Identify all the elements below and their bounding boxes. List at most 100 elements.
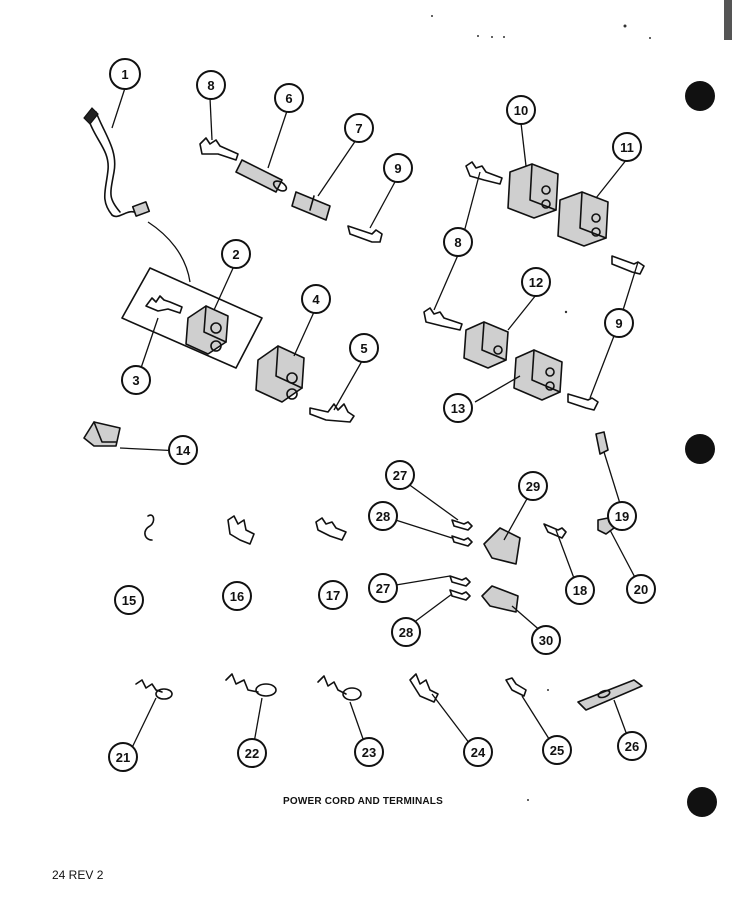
- callout-6: 6: [274, 83, 304, 113]
- terminal-part-24: [409, 673, 439, 703]
- callout-label-27-lower: 27: [376, 581, 390, 596]
- callout-label-25: 25: [550, 743, 564, 758]
- ring-terminal-part-23: [317, 675, 362, 701]
- callout-label-19: 19: [615, 509, 629, 524]
- callout-label-9-right: 9: [615, 316, 622, 331]
- connector-part-19: [595, 431, 609, 455]
- housing-part-29: [483, 527, 521, 565]
- callout-24: 24: [463, 737, 493, 767]
- binder-hole-top: [685, 81, 715, 111]
- callout-label-24: 24: [471, 745, 486, 760]
- callout-8-top: 8: [196, 70, 226, 100]
- connector-part-10: [507, 163, 559, 219]
- binder-hole-middle: [685, 434, 715, 464]
- callout-label-20: 20: [634, 582, 648, 597]
- callout-label-5: 5: [360, 341, 367, 356]
- callout-label-26: 26: [625, 739, 639, 754]
- callout-4: 4: [301, 284, 331, 314]
- callout-label-22: 22: [245, 746, 259, 761]
- callout-label-29: 29: [526, 479, 540, 494]
- terminal-part-9-right-upper: [611, 255, 645, 275]
- callout-label-9-top: 9: [394, 161, 401, 176]
- callout-label-13: 13: [451, 401, 465, 416]
- callout-18: 18: [565, 575, 595, 605]
- callout-label-17: 17: [326, 588, 340, 603]
- callout-label-27-upper: 27: [393, 468, 407, 483]
- terminal-part-17: [315, 517, 347, 541]
- callout-28-lower: 28: [391, 617, 421, 647]
- callout-label-3: 3: [132, 373, 139, 388]
- callout-label-28-lower: 28: [399, 625, 413, 640]
- callout-23: 23: [354, 737, 384, 767]
- callout-27-lower: 27: [368, 573, 398, 603]
- callout-1: 1: [109, 58, 141, 90]
- callout-19: 19: [607, 501, 637, 531]
- housing-part-30: [481, 585, 519, 613]
- callout-9-right: 9: [604, 308, 634, 338]
- callout-12: 12: [521, 267, 551, 297]
- callout-label-12: 12: [529, 275, 543, 290]
- callout-7: 7: [344, 113, 374, 143]
- callout-22: 22: [237, 738, 267, 768]
- clip-part-14: [83, 421, 121, 447]
- callout-25: 25: [542, 735, 572, 765]
- terminal-part-8-right-upper: [465, 161, 503, 185]
- connector-part-12: [463, 321, 509, 369]
- terminal-part-9-right-lower: [567, 393, 599, 411]
- callout-27-upper: 27: [385, 460, 415, 490]
- callout-30: 30: [531, 625, 561, 655]
- callout-20: 20: [626, 574, 656, 604]
- terminal-part-16: [227, 515, 255, 545]
- ring-terminal-part-22: [225, 673, 277, 697]
- terminal-part-5: [309, 403, 355, 423]
- callout-label-6: 6: [285, 91, 292, 106]
- connector-part-4: [255, 345, 305, 403]
- callout-label-8-top: 8: [207, 78, 214, 93]
- callout-9-top: 9: [383, 153, 413, 183]
- terminal-part-27-lower: [449, 575, 471, 587]
- callout-8-right: 8: [443, 227, 473, 257]
- terminal-part-9-top: [347, 225, 383, 243]
- callout-label-14: 14: [176, 443, 191, 458]
- page-number: 24 REV 2: [52, 868, 104, 882]
- figure-caption: POWER CORD AND TERMINALS: [283, 796, 443, 807]
- callout-13: 13: [443, 393, 473, 423]
- callout-label-30: 30: [539, 633, 553, 648]
- terminal-part-18: [543, 523, 567, 539]
- callout-label-11: 11: [620, 140, 634, 155]
- callout-5: 5: [349, 333, 379, 363]
- callout-16: 16: [222, 581, 252, 611]
- hook-part-15: [144, 514, 155, 541]
- callout-label-28-upper: 28: [376, 509, 390, 524]
- callout-3: 3: [121, 365, 151, 395]
- callout-label-16: 16: [230, 589, 244, 604]
- callout-17: 17: [318, 580, 348, 610]
- binder-hole-bottom: [687, 787, 717, 817]
- callout-15: 15: [114, 585, 144, 615]
- callout-29: 29: [518, 471, 548, 501]
- ring-terminal-part-21: [135, 679, 173, 700]
- scan-specks: [431, 0, 732, 801]
- callout-10: 10: [506, 95, 536, 125]
- callout-label-8-right: 8: [454, 235, 461, 250]
- callout-label-10: 10: [514, 103, 528, 118]
- callout-label-15: 15: [122, 593, 136, 608]
- callout-label-4: 4: [312, 292, 320, 307]
- connector-part-13: [513, 349, 563, 401]
- sleeve-part-7: [291, 191, 331, 221]
- terminal-part-28-upper: [451, 535, 473, 547]
- callout-label-2: 2: [232, 247, 239, 262]
- power-cord-part-1: [83, 107, 191, 283]
- callout-26: 26: [617, 731, 647, 761]
- callout-21: 21: [108, 742, 138, 772]
- terminal-part-25: [505, 677, 527, 697]
- callout-11: 11: [612, 132, 642, 162]
- terminal-part-27-upper: [451, 519, 473, 531]
- terminal-part-8-top: [199, 137, 239, 161]
- leader-lines: [111, 87, 641, 757]
- connector-part-11: [557, 191, 609, 247]
- callout-label-18: 18: [573, 583, 587, 598]
- callout-label-7: 7: [355, 121, 362, 136]
- callout-14: 14: [168, 435, 198, 465]
